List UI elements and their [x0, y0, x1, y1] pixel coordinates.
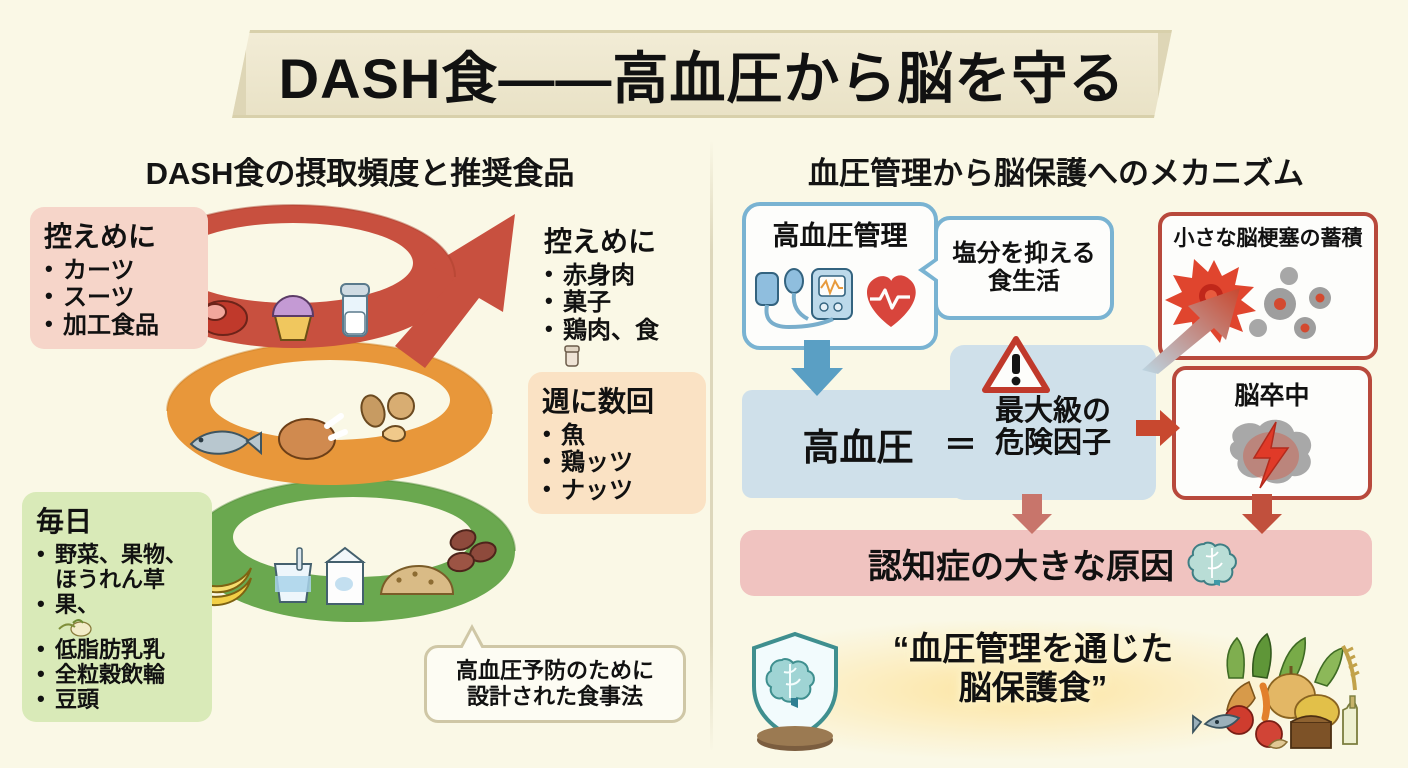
list-item: 鶏肉、食 — [544, 316, 708, 368]
note-limit-right-title: 控えめに — [544, 226, 657, 257]
note-limit-right: 控えめに 赤身肉 菓子 鶏肉、食 — [530, 212, 720, 378]
hypertension-label: 高血圧 — [802, 427, 914, 468]
callout-line-1: 高血圧予防のために — [455, 657, 654, 683]
lacunar-infarct-box: 小さな脳梗塞の蓄積 — [1158, 212, 1378, 360]
list-item: 果、 — [36, 591, 200, 637]
page-title-banner: DASH食——高血圧から脳を守る — [232, 30, 1172, 118]
page-title: DASH食——高血圧から脳を守る — [278, 46, 1126, 110]
dementia-cause-label: 認知症の大きな原因 — [868, 547, 1174, 586]
list-item: 魚 — [542, 421, 694, 449]
note-limit-left: 控えめに カーツ スーツ 加工食品 — [30, 207, 208, 350]
healthy-food-group-icon — [1192, 632, 1360, 749]
list-item: ナッツ — [542, 476, 694, 504]
list-item: カーツ — [44, 256, 196, 284]
bottom-banner-text: “血圧管理を通じた 脳保護食” — [868, 630, 1198, 708]
list-item: 赤身肉 — [544, 261, 708, 289]
beans-icon — [447, 529, 497, 573]
banner-line-2: 脳保護食” — [958, 668, 1108, 706]
bottom-banner: “血圧管理を通じた 脳保護食” — [740, 620, 1390, 760]
left-panel-heading: DASH食の摂取頻度と推奨食品 — [145, 156, 575, 191]
note-weekly-list: 魚 鶏ッツ ナッツ — [542, 421, 694, 504]
vegetable-icon — [58, 619, 92, 637]
right-panel-heading: 血圧管理から脳保護へのメカニズム — [808, 156, 1304, 191]
heart-pulse-icon — [866, 275, 916, 327]
arrow-stroke-to-dementia — [1240, 494, 1284, 536]
note-limit-left-title: 控えめに — [44, 221, 157, 252]
list-item: 野菜、果物、ほうれん草 — [36, 541, 200, 592]
stroke-box: 脳卒中 — [1172, 366, 1372, 500]
shield-brain-icon — [752, 631, 838, 751]
milk-carton-icon — [324, 546, 366, 605]
fish-icon — [189, 430, 262, 456]
note-daily-list: 野菜、果物、ほうれん草 果、 低脂肪乳乳 全粒穀飲輪 豆頭 — [36, 541, 200, 712]
salt-shaker-icon — [564, 345, 580, 367]
bp-management-box: 高血圧管理 — [742, 202, 938, 350]
risk-line-2: 危険因子 — [994, 427, 1111, 460]
note-weekly: 週に数回 魚 鶏ッツ ナッツ — [528, 372, 706, 515]
salt-reduction-bubble: 塩分を抑える 食生活 — [918, 216, 1114, 320]
yogurt-icon — [273, 547, 313, 603]
stroke-label: 脳卒中 — [1234, 382, 1310, 410]
brain-lightning-icon — [1229, 419, 1312, 489]
banner-line-1: “血圧管理を通じた — [892, 630, 1174, 667]
list-item: 菓子 — [544, 288, 708, 316]
note-limit-left-list: カーツ スーツ 加工食品 — [44, 256, 196, 339]
salt-bubble-line-1: 塩分を抑える — [952, 239, 1096, 267]
note-daily: 毎日 野菜、果物、ほうれん草 果、 低脂肪乳乳 全粒穀飲輪 豆頭 — [22, 492, 212, 723]
note-daily-title: 毎日 — [36, 506, 93, 537]
list-item: 豆頭 — [36, 686, 200, 712]
arrow-risk-to-dementia — [1010, 494, 1054, 536]
risk-line-1: 最大級の — [994, 395, 1111, 427]
risk-factor-box: 最大級の 危険因子 — [950, 345, 1156, 500]
dash-definition-callout: 高血圧予防のために 設計された食事法 — [424, 624, 686, 723]
callout-line-2: 設計された食事法 — [466, 684, 643, 709]
list-item: 鶏ッツ — [542, 448, 694, 476]
chicken-icon — [278, 413, 348, 460]
list-item: スーツ — [44, 283, 196, 311]
dementia-cause-bar: 認知症の大きな原因 — [740, 530, 1372, 596]
infarct-lesion-dots — [1249, 267, 1331, 339]
equals-sign: ＝ — [944, 426, 977, 463]
weekly-band-shape — [166, 340, 493, 485]
list-item: 低脂肪乳乳 — [36, 636, 200, 662]
food-frequency-spiral — [95, 196, 565, 666]
salt-shaker-icon — [340, 283, 370, 337]
list-item: 全粒穀飲輪 — [36, 661, 200, 687]
note-limit-right-list: 赤身肉 菓子 鶏肉、食 — [544, 261, 708, 368]
arrow-bp-to-htn — [790, 340, 846, 398]
grains-icon — [379, 564, 455, 595]
meat-icon — [198, 300, 248, 336]
bp-management-label: 高血圧管理 — [772, 221, 908, 251]
arrow-risk-to-lacunar — [1140, 282, 1250, 374]
salt-bubble-line-2: 食生活 — [988, 268, 1060, 295]
hypertension-box: 高血圧 — [742, 390, 974, 498]
lacunar-infarct-label: 小さな脳梗塞の蓄積 — [1173, 227, 1363, 250]
nuts-icon — [360, 392, 415, 442]
warning-triangle-icon — [982, 336, 1050, 394]
cupcake-icon — [271, 294, 315, 341]
blood-pressure-monitor-icon — [755, 268, 853, 330]
note-weekly-title: 週に数回 — [542, 386, 655, 417]
arrow-risk-to-stroke — [1136, 408, 1182, 448]
brain-icon — [1187, 541, 1237, 586]
panel-divider — [710, 140, 713, 752]
list-item: 加工食品 — [44, 311, 196, 339]
risk-factor-label: 最大級の 危険因子 — [950, 395, 1156, 460]
